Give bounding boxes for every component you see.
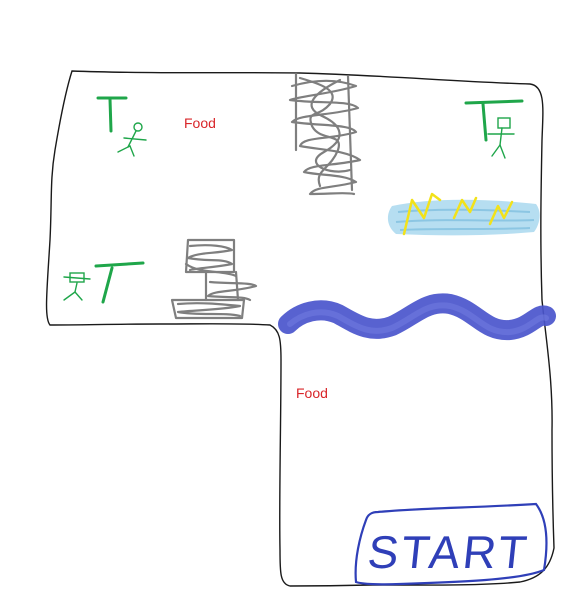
obstacle-left-icon <box>170 238 258 320</box>
food-label-bottom[interactable]: Food <box>296 385 328 401</box>
guard-top-left-icon <box>96 96 147 157</box>
start-label[interactable]: START <box>365 526 533 578</box>
electric-water-icon <box>387 192 540 236</box>
obstacle-top-icon <box>288 72 362 196</box>
food-label-top[interactable]: Food <box>184 115 216 131</box>
river-icon <box>278 293 556 341</box>
guard-top-right-icon <box>464 99 524 159</box>
start-box[interactable] <box>354 502 548 586</box>
guard-left-icon <box>63 261 145 304</box>
